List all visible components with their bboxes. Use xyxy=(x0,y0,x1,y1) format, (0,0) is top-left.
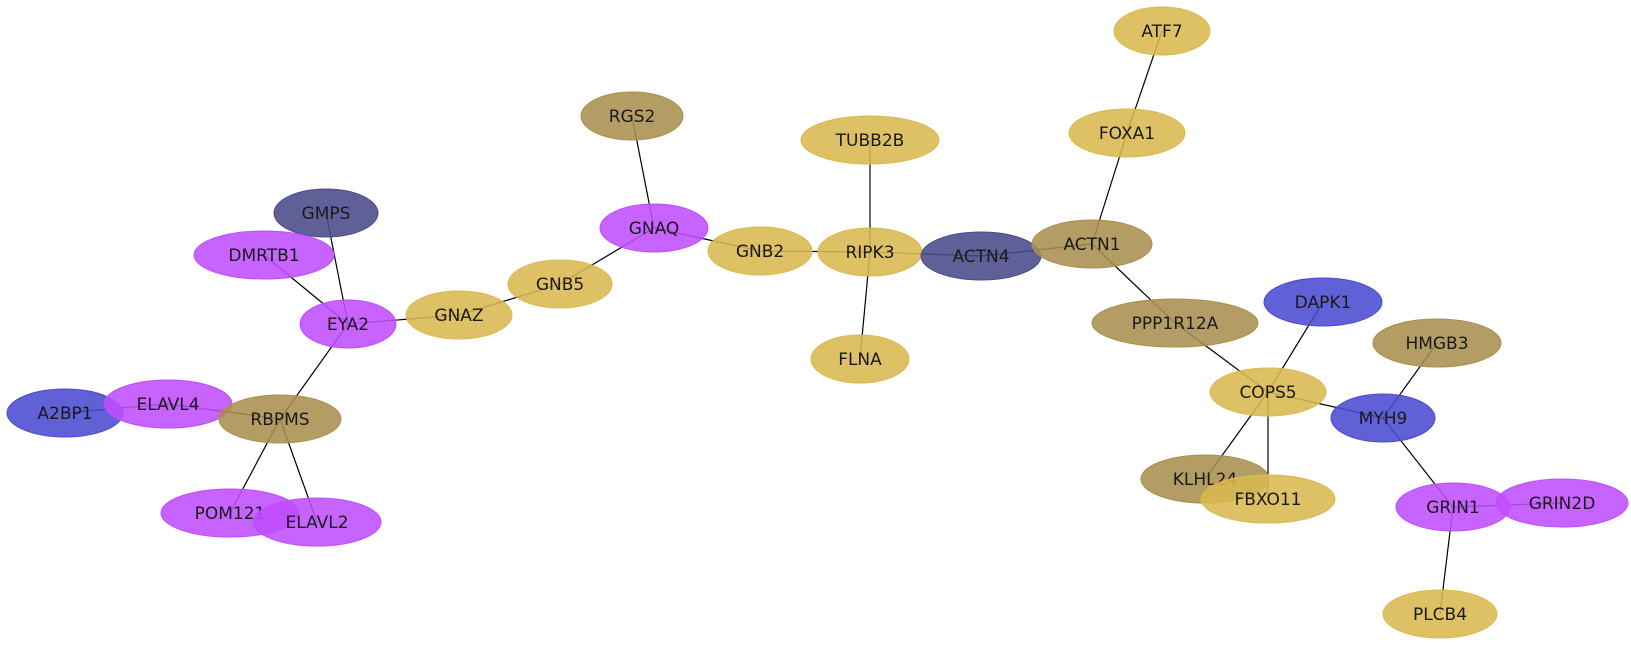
node-label-dmrtb1: DMRTB1 xyxy=(228,246,299,266)
node-label-gnaz: GNAZ xyxy=(434,306,483,326)
node-dmrtb1[interactable]: DMRTB1 xyxy=(193,230,335,280)
node-label-plcb4: PLCB4 xyxy=(1413,605,1467,625)
node-ellipse-gnb5[interactable] xyxy=(507,259,613,309)
node-actn1[interactable]: ACTN1 xyxy=(1031,219,1153,269)
node-ellipse-foxa1[interactable] xyxy=(1068,108,1186,158)
node-label-gmps: GMPS xyxy=(302,204,351,224)
node-ellipse-gnaz[interactable] xyxy=(405,290,513,340)
node-label-gnb2: GNB2 xyxy=(736,242,784,262)
node-atf7[interactable]: ATF7 xyxy=(1113,6,1211,56)
node-label-gnaq: GNAQ xyxy=(629,219,680,239)
node-ppp1r12a[interactable]: PPP1R12A xyxy=(1091,298,1259,348)
node-label-actn1: ACTN1 xyxy=(1063,235,1120,255)
node-dapk1[interactable]: DAPK1 xyxy=(1263,277,1383,327)
node-ellipse-dapk1[interactable] xyxy=(1263,277,1383,327)
node-ellipse-myh9[interactable] xyxy=(1330,393,1436,443)
node-gnaz[interactable]: GNAZ xyxy=(405,290,513,340)
node-eya2[interactable]: EYA2 xyxy=(299,299,397,349)
node-gnaq[interactable]: GNAQ xyxy=(599,203,709,253)
node-ellipse-atf7[interactable] xyxy=(1113,6,1211,56)
node-label-tubb2b: TUBB2B xyxy=(835,131,905,151)
node-label-elavl2: ELAVL2 xyxy=(285,513,348,533)
node-actn4[interactable]: ACTN4 xyxy=(920,231,1042,281)
node-grin2d[interactable]: GRIN2D xyxy=(1495,478,1629,528)
node-fbxo11[interactable]: FBXO11 xyxy=(1200,474,1336,524)
node-ellipse-tubb2b[interactable] xyxy=(800,115,940,165)
node-ellipse-grin2d[interactable] xyxy=(1495,478,1629,528)
node-label-elavl4: ELAVL4 xyxy=(136,395,199,415)
node-label-pom121: POM121 xyxy=(195,504,266,524)
node-label-rbpms: RBPMS xyxy=(250,410,309,430)
node-label-flna: FLNA xyxy=(838,350,882,370)
node-label-ppp1r12a: PPP1R12A xyxy=(1132,314,1219,334)
node-ellipse-flna[interactable] xyxy=(810,334,910,384)
node-a2bp1[interactable]: A2BP1 xyxy=(6,388,124,438)
node-ellipse-elavl2[interactable] xyxy=(252,497,382,547)
node-ellipse-gmps[interactable] xyxy=(273,188,379,238)
node-elavl4[interactable]: ELAVL4 xyxy=(103,379,233,429)
node-elavl2[interactable]: ELAVL2 xyxy=(252,497,382,547)
node-label-ripk3: RIPK3 xyxy=(845,243,894,263)
node-label-atf7: ATF7 xyxy=(1141,22,1182,42)
node-label-dapk1: DAPK1 xyxy=(1295,293,1352,313)
node-rbpms[interactable]: RBPMS xyxy=(218,394,342,444)
node-ellipse-hmgb3[interactable] xyxy=(1372,318,1502,368)
node-label-foxa1: FOXA1 xyxy=(1099,124,1155,144)
node-label-a2bp1: A2BP1 xyxy=(37,404,92,424)
node-label-fbxo11: FBXO11 xyxy=(1234,490,1301,510)
node-hmgb3[interactable]: HMGB3 xyxy=(1372,318,1502,368)
node-gnb5[interactable]: GNB5 xyxy=(507,259,613,309)
node-gmps[interactable]: GMPS xyxy=(273,188,379,238)
node-ripk3[interactable]: RIPK3 xyxy=(817,227,923,277)
node-label-hmgb3: HMGB3 xyxy=(1405,334,1468,354)
node-ellipse-gnaq[interactable] xyxy=(599,203,709,253)
node-ellipse-eya2[interactable] xyxy=(299,299,397,349)
node-label-gnb5: GNB5 xyxy=(536,275,584,295)
node-gnb2[interactable]: GNB2 xyxy=(707,226,813,276)
node-ellipse-fbxo11[interactable] xyxy=(1200,474,1336,524)
node-myh9[interactable]: MYH9 xyxy=(1330,393,1436,443)
node-cops5[interactable]: COPS5 xyxy=(1209,367,1327,417)
node-grin1[interactable]: GRIN1 xyxy=(1395,482,1511,532)
node-ellipse-rgs2[interactable] xyxy=(580,91,684,141)
node-label-eya2: EYA2 xyxy=(327,315,369,335)
node-label-grin2d: GRIN2D xyxy=(1529,494,1596,514)
node-ellipse-dmrtb1[interactable] xyxy=(193,230,335,280)
node-foxa1[interactable]: FOXA1 xyxy=(1068,108,1186,158)
node-label-cops5: COPS5 xyxy=(1239,383,1296,403)
node-rgs2[interactable]: RGS2 xyxy=(580,91,684,141)
node-tubb2b[interactable]: TUBB2B xyxy=(800,115,940,165)
node-ellipse-ppp1r12a[interactable] xyxy=(1091,298,1259,348)
node-label-rgs2: RGS2 xyxy=(609,107,656,127)
node-ellipse-cops5[interactable] xyxy=(1209,367,1327,417)
node-flna[interactable]: FLNA xyxy=(810,334,910,384)
node-ellipse-gnb2[interactable] xyxy=(707,226,813,276)
node-ellipse-actn1[interactable] xyxy=(1031,219,1153,269)
node-label-myh9: MYH9 xyxy=(1359,409,1408,429)
node-label-grin1: GRIN1 xyxy=(1426,498,1480,518)
node-label-actn4: ACTN4 xyxy=(952,247,1009,267)
node-ellipse-plcb4[interactable] xyxy=(1382,589,1498,639)
node-ellipse-rbpms[interactable] xyxy=(218,394,342,444)
node-plcb4[interactable]: PLCB4 xyxy=(1382,589,1498,639)
